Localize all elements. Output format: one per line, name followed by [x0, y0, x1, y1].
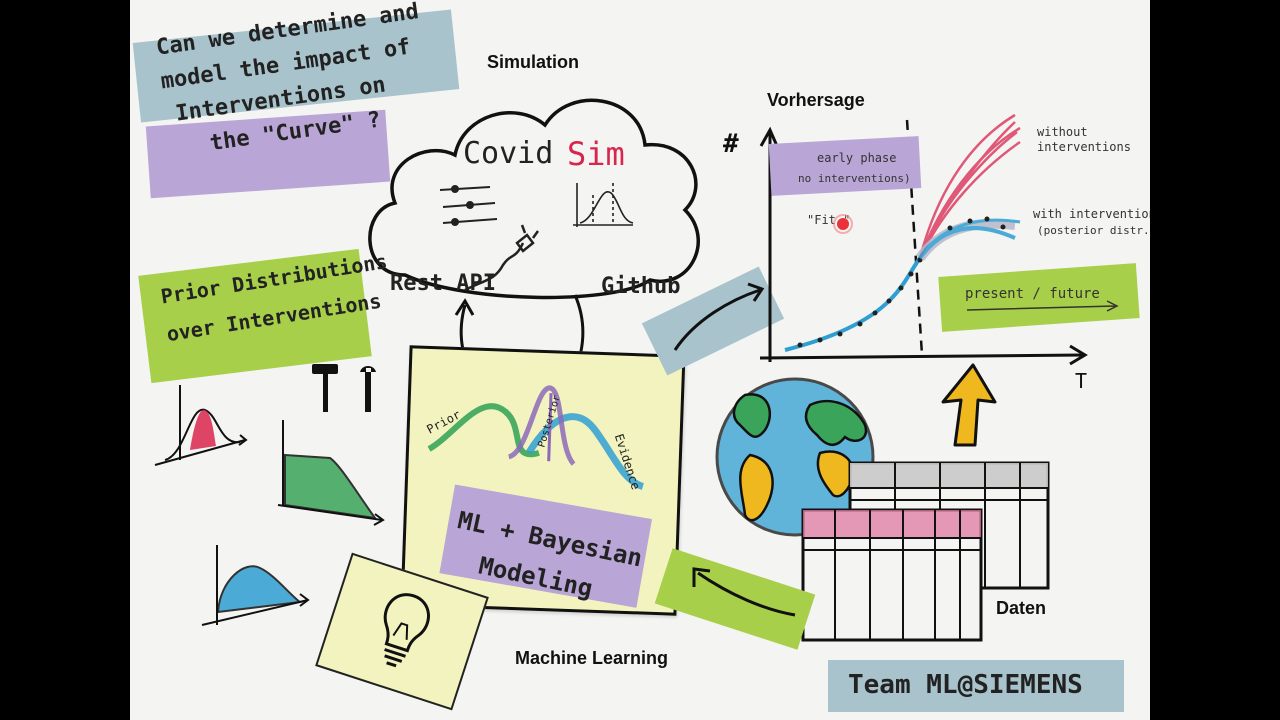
- without-label-1: without: [1037, 125, 1088, 139]
- bayesian-curves: Prior Posterior Evidence: [424, 385, 645, 491]
- posterior-curve: [507, 385, 576, 466]
- prior-curve-label: Prior: [424, 407, 462, 436]
- plug-cable: [464, 242, 525, 292]
- normal-dist-sketch: [154, 385, 248, 466]
- table-front: [801, 508, 983, 642]
- observed-points: [797, 257, 923, 348]
- covid-text: Covid: [463, 136, 553, 171]
- forecast-chart: # T early phase no interventions) "Fit ": [723, 113, 1150, 393]
- x-axis-label: T: [1075, 369, 1087, 393]
- hammer-icon: [312, 364, 338, 412]
- distribution-sketches: [154, 385, 385, 626]
- present-future-text: present / future: [965, 286, 1100, 302]
- posterior-points: [947, 216, 1006, 231]
- x-axis-line: [759, 353, 1084, 360]
- idea-sticky-note: [315, 552, 489, 711]
- rest-api-text: Rest API: [390, 271, 496, 296]
- team-text: Team ML@SIEMENS: [848, 670, 1083, 700]
- without-label-2: interventions: [1037, 140, 1131, 154]
- present-future-tape: [938, 263, 1140, 332]
- tools-icon: [312, 364, 376, 412]
- early-phase-tape: [768, 136, 922, 196]
- mini-chart-icon: [573, 183, 634, 227]
- evidence-curve: [525, 413, 645, 490]
- uniform-dist-sketch: [277, 420, 385, 526]
- wrench-icon: [360, 366, 376, 412]
- vorhersage-label: Vorhersage: [767, 90, 865, 110]
- cloud-outline: [368, 98, 700, 300]
- github-text: Github: [601, 274, 680, 299]
- continent-europe-africa: [804, 399, 868, 446]
- continent-americas: [732, 393, 772, 438]
- lightbulb-icon: [383, 593, 430, 668]
- plug-icon: [515, 224, 540, 253]
- sketch-paper: Can we determine and model the impact of…: [130, 0, 1150, 720]
- yellow-up-arrow: [941, 363, 997, 447]
- sliders-icon: [439, 185, 498, 226]
- team-tape: [828, 660, 1124, 712]
- with-label-1: with interventions: [1033, 207, 1150, 221]
- y-axis-label: #: [723, 129, 739, 159]
- laser-pointer-dot: [837, 218, 849, 230]
- data-arrow: [692, 567, 796, 617]
- globe-sketch: [715, 377, 875, 537]
- prior-curve: [427, 403, 540, 458]
- forecast-arrow: [673, 282, 765, 351]
- simulation-label: Simulation: [487, 52, 580, 72]
- with-interventions-curves: [915, 218, 1021, 262]
- no-interventions-text: no interventions): [798, 172, 911, 185]
- skewed-dist-sketch: [201, 545, 310, 626]
- ml-sticky-note: Prior Posterior Evidence ML + Bayesian M…: [400, 345, 686, 616]
- observed-curve: [784, 256, 922, 352]
- data-tables: [801, 461, 1050, 642]
- daten-label: Daten: [996, 598, 1047, 618]
- with-label-2: (posterior distr.): [1037, 224, 1150, 237]
- early-phase-text: early phase: [817, 151, 896, 165]
- machine-learning-label: Machine Learning: [515, 648, 669, 668]
- cloud-diagram: Covid Sim Rest API Github: [368, 98, 700, 300]
- sim-text: Sim: [567, 135, 625, 173]
